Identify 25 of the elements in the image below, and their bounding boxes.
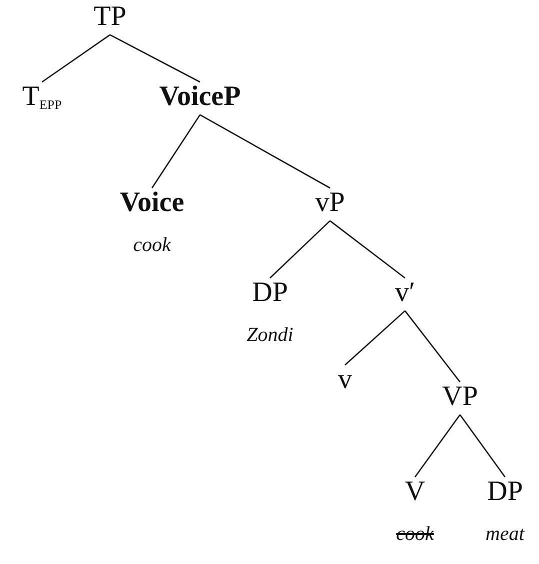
- category-label: v: [338, 365, 352, 396]
- branch-line: [330, 220, 406, 279]
- category-label: DP: [486, 477, 524, 508]
- category-label: T$_{EPP}$: [22, 82, 62, 113]
- word-label: cook: [396, 522, 434, 546]
- category-label: VP: [442, 382, 478, 413]
- category-label: TP: [94, 2, 126, 33]
- branch-line: [344, 310, 406, 366]
- category-label: V: [404, 477, 426, 508]
- category-label: v′: [394, 278, 416, 309]
- branch-line: [42, 34, 110, 83]
- category-label: DP: [251, 278, 289, 309]
- branch-line: [110, 34, 200, 83]
- category-label: Voice: [120, 188, 184, 219]
- word-label: cook: [132, 232, 172, 257]
- branch-line: [459, 414, 506, 478]
- category-label: vP: [315, 188, 345, 219]
- branch-line: [414, 414, 461, 478]
- branch-line: [200, 114, 330, 189]
- word-label: meat: [486, 522, 524, 546]
- branch-line: [270, 220, 330, 278]
- branch-line: [404, 310, 461, 382]
- word-label: Zondi: [246, 322, 294, 347]
- branch-line: [151, 114, 201, 188]
- category-label: VoiceP: [159, 82, 241, 113]
